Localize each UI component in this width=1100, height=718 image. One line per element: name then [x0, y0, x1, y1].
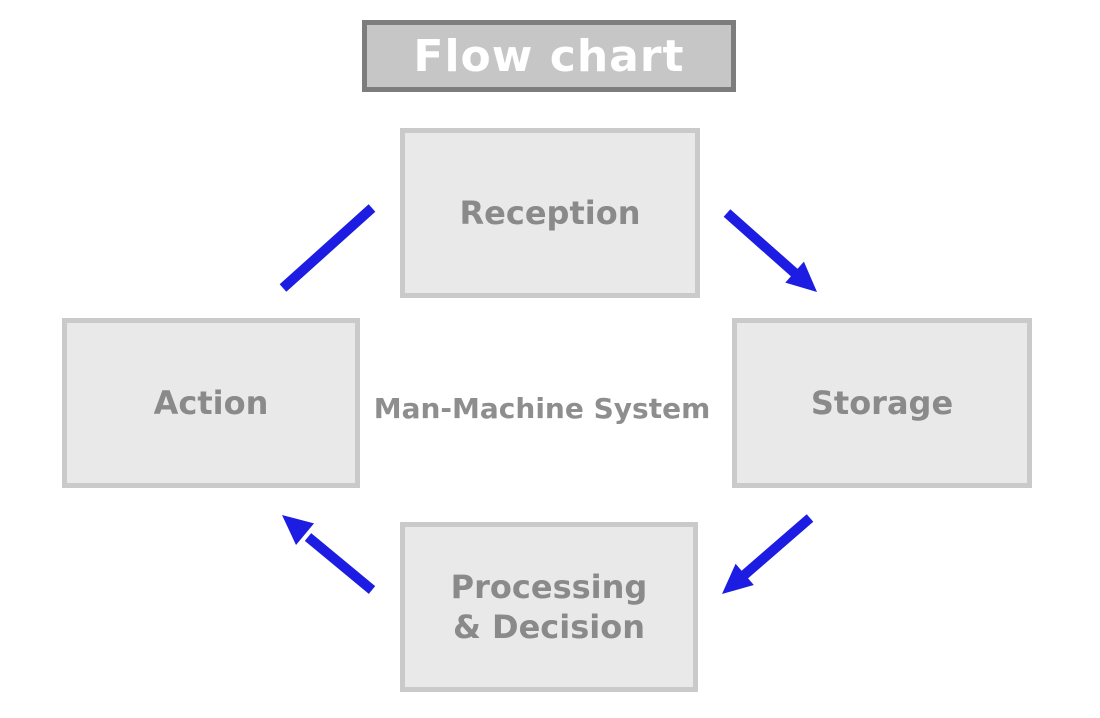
center-system-label: Man-Machine System	[373, 392, 711, 425]
connector-action-to-reception-line	[279, 204, 376, 292]
node-processing-label-line1: Processing	[450, 568, 648, 606]
node-reception: Reception	[400, 128, 700, 298]
node-action-label: Action	[153, 384, 269, 422]
arrow-reception-to-storage	[723, 209, 817, 292]
node-storage: Storage	[732, 318, 1032, 488]
arrow-processing-to-action	[282, 515, 376, 594]
node-action: Action	[62, 318, 360, 488]
node-processing-decision: Processing & Decision	[400, 522, 698, 692]
arrow-storage-to-processing	[722, 514, 814, 594]
diagram-title-box: Flow chart	[362, 20, 736, 92]
diagram-title: Flow chart	[413, 30, 685, 82]
node-storage-label: Storage	[810, 384, 954, 422]
node-reception-label: Reception	[459, 194, 641, 232]
node-processing-label-line2: & Decision	[452, 608, 646, 646]
